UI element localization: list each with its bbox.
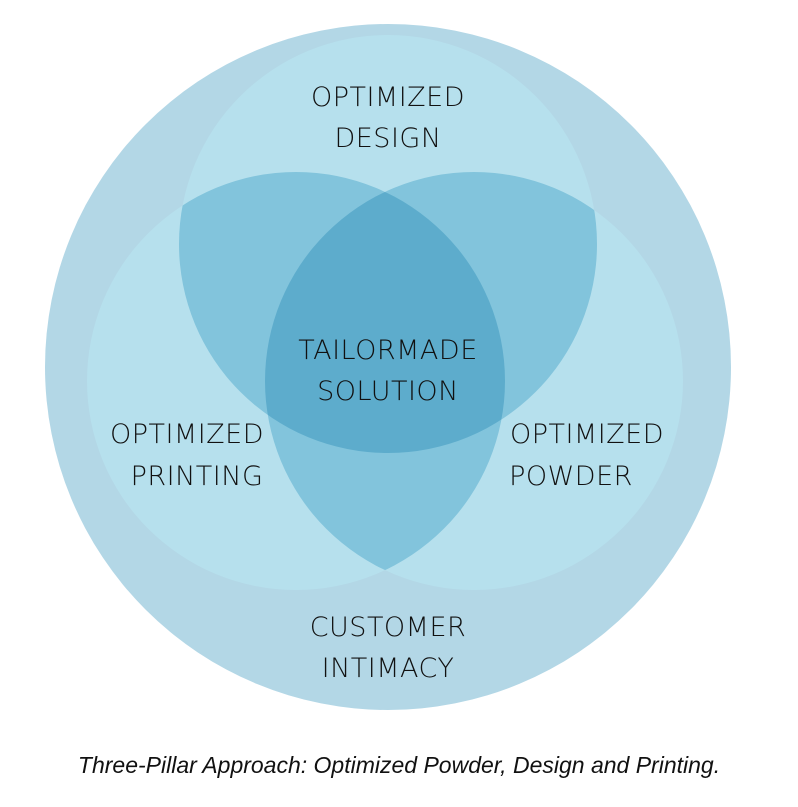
label-printing-line1: OPTIMIZED: [110, 419, 264, 450]
label-outer-line1: CUSTOMER: [310, 612, 467, 643]
figure-caption: Three-Pillar Approach: Optimized Powder,…: [77, 752, 721, 778]
circle-optimized-powder: [265, 172, 683, 590]
label-powder-line2: POWDER: [509, 461, 633, 492]
label-printing-line2: PRINTING: [131, 461, 264, 492]
label-outer-line2: INTIMACY: [322, 653, 455, 684]
label-design-line2: DESIGN: [334, 123, 441, 154]
label-design-line1: OPTIMIZED: [311, 82, 465, 113]
label-powder-line1: OPTIMIZED: [510, 419, 664, 450]
label-center-line2: SOLUTION: [317, 376, 459, 407]
label-center-line1: TAILORMADE: [298, 335, 478, 366]
